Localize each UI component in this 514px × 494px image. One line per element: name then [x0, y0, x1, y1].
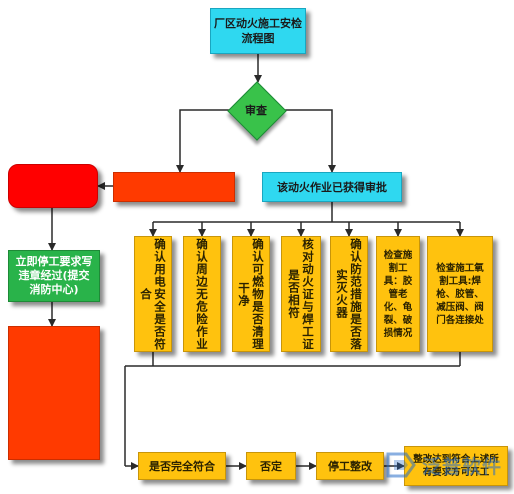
resume-text: 整改达到符合上述所有要求方可开工: [413, 454, 499, 478]
check-cutting-tools-text: 检查施工氧割工具:焊枪、胶管、减压阀、阀门各连接处: [436, 262, 484, 326]
approved-box: 该动火作业已获得审批: [262, 172, 402, 202]
check-combustibles-text: 确认可燃物是否清理干净: [237, 237, 265, 351]
red-rejection-bar: [113, 172, 235, 202]
check-electric-safety: 确认用电安全是否符合: [134, 236, 172, 352]
halt-text: 停工整改: [328, 459, 372, 473]
decision-diamond: 审查: [227, 81, 287, 141]
check-permits-text: 核对动火证与焊工证是否相符: [287, 237, 315, 351]
check-electric-safety-text: 确认用电安全是否符合: [139, 237, 167, 351]
halt-box: 停工整改: [316, 452, 384, 480]
watermark-text: 泛普软件: [422, 455, 503, 478]
negative-box: 否定: [246, 452, 296, 480]
compliance-box: 是否完全符合: [138, 452, 226, 480]
stop-notice-box: 立即停工要求写违章经过(提交消防中心): [8, 250, 100, 302]
resume-box: 整改达到符合上述所有要求方可开工: [404, 446, 508, 486]
check-extinguisher: 确认防范措施是否落实灭火器: [330, 236, 368, 352]
negative-text: 否定: [260, 459, 282, 473]
title-box: 厂区动火施工安检流程图: [210, 8, 306, 54]
title-text: 厂区动火施工安检流程图: [214, 17, 302, 45]
red-stop-box: [8, 326, 100, 460]
decision-label: 审查: [245, 104, 267, 117]
approved-text: 该动火作业已获得审批: [277, 180, 387, 194]
check-combustibles: 确认可燃物是否清理干净: [232, 236, 270, 352]
compliance-text: 是否完全符合: [149, 459, 215, 473]
watermark-logo-icon: [384, 448, 418, 482]
check-surrounding-work-text: 确认周边无危险作业: [195, 237, 209, 351]
watermark: 泛普软件: [384, 440, 512, 490]
check-hoses-text: 检查施割工具：胶管老化、龟裂、破损情况: [383, 249, 413, 339]
check-hoses: 检查施割工具：胶管老化、龟裂、破损情况: [376, 236, 420, 352]
check-cutting-tools: 检查施工氧割工具:焊枪、胶管、减压阀、阀门各连接处: [427, 236, 493, 352]
check-permits: 核对动火证与焊工证是否相符: [281, 236, 321, 352]
check-surrounding-work: 确认周边无危险作业: [183, 236, 221, 352]
stop-notice-text: 立即停工要求写违章经过(提交消防中心): [15, 255, 93, 296]
check-extinguisher-text: 确认防范措施是否落实灭火器: [335, 237, 363, 351]
red-rejection-box: [8, 164, 98, 208]
